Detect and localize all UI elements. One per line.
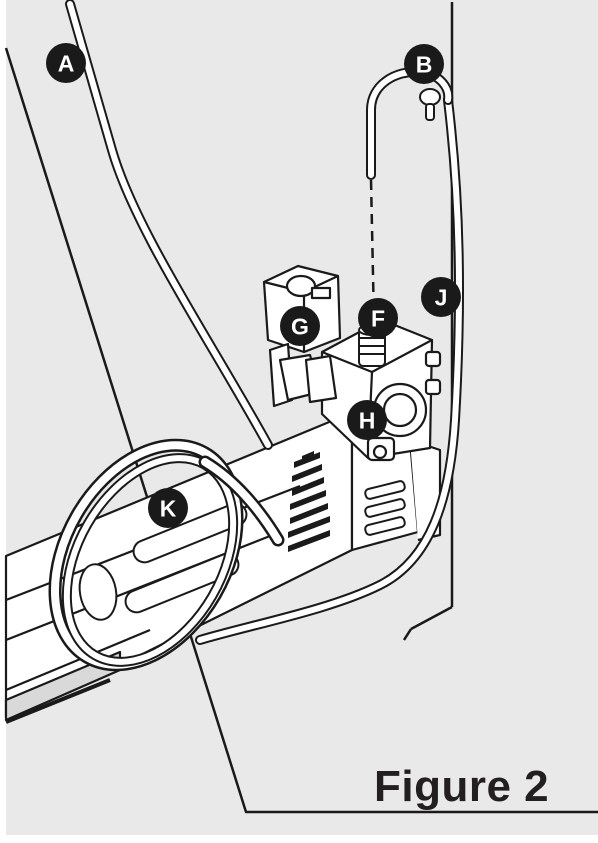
coiled-tubing-k (48, 438, 285, 672)
figure-caption: Figure 2 (374, 762, 550, 811)
callout-h: H (347, 400, 387, 440)
vent-slots (288, 451, 330, 552)
callout-j-label: J (435, 285, 448, 311)
callout-a: A (46, 43, 86, 83)
insertion-guide (369, 179, 376, 323)
frame-cutouts (78, 480, 406, 621)
background-plate (6, 0, 598, 835)
tube-clip (419, 88, 441, 121)
callout-b: B (404, 44, 444, 84)
callout-f-label: F (371, 306, 385, 332)
callout-h-label: H (359, 408, 376, 434)
callout-markers: A B F G H J K (46, 43, 461, 528)
callout-j: J (421, 277, 461, 317)
callout-b-label: B (416, 52, 433, 78)
callout-f: F (358, 298, 398, 338)
callout-k-label: K (160, 496, 177, 522)
callout-g-label: G (291, 314, 309, 340)
callout-g: G (280, 306, 320, 346)
callout-a-label: A (58, 51, 75, 77)
callout-k: K (148, 488, 188, 528)
